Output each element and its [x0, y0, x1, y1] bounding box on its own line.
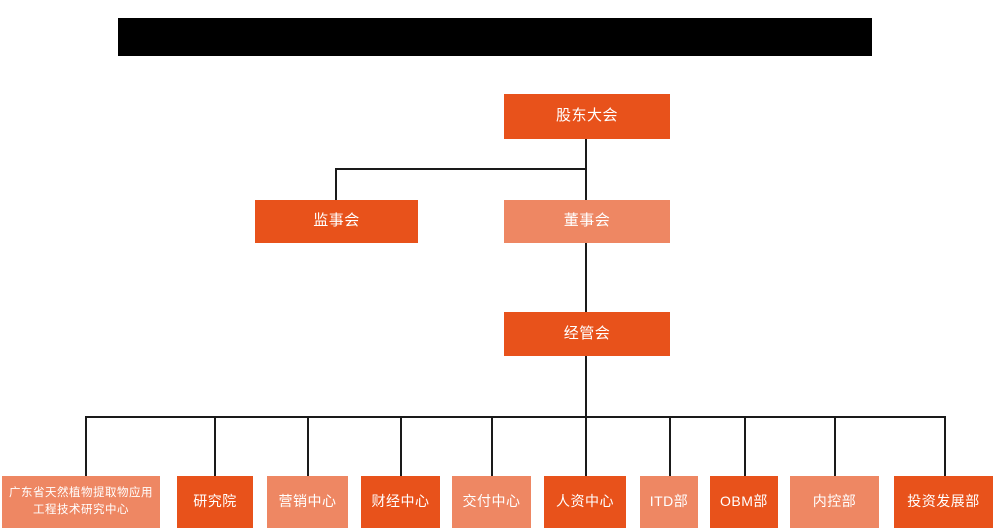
node-label: 投资发展部 [907, 493, 980, 510]
node-research-institute[interactable]: 研究院 [177, 476, 253, 528]
connector-bus-to-supervisory-board [335, 168, 337, 201]
node-label: 经管会 [563, 324, 611, 342]
node-label: OBM部 [720, 493, 768, 510]
node-itd-dept[interactable]: ITD部 [640, 476, 698, 528]
connector-bus-to-research-institute [214, 416, 216, 476]
connector-bus-to-internal-control-dept [834, 416, 836, 476]
connector-board-to-management-committee [585, 243, 587, 312]
node-label: 人资中心 [556, 493, 614, 510]
connector-bus-to-delivery-center [491, 416, 493, 476]
connector-bus-to-itd-dept [669, 416, 671, 476]
node-internal-control-dept[interactable]: 内控部 [790, 476, 879, 528]
node-finance-center[interactable]: 财经中心 [361, 476, 440, 528]
node-label: 监事会 [313, 212, 360, 230]
node-hr-center[interactable]: 人资中心 [544, 476, 626, 528]
node-investment-development-dept[interactable]: 投资发展部 [894, 476, 993, 528]
node-board-of-directors[interactable]: 董事会 [504, 200, 670, 243]
node-label: 营销中心 [278, 493, 337, 510]
node-gd-plant-extract-center[interactable]: 广东省天然植物提取物应用工程技术研究中心 [2, 476, 160, 528]
node-management-committee[interactable]: 经管会 [504, 312, 670, 356]
node-label: 股东大会 [555, 107, 618, 125]
node-label: ITD部 [649, 493, 689, 510]
node-label: 研究院 [193, 493, 237, 510]
connector-level2-bus [335, 168, 587, 170]
connector-bus-to-gd-plant-extract-center [85, 416, 87, 476]
node-delivery-center[interactable]: 交付中心 [452, 476, 531, 528]
connector-level4-bus [85, 416, 945, 418]
connector-bus-to-board-of-directors [585, 168, 587, 201]
node-label: 董事会 [563, 212, 611, 230]
connector-bus-to-finance-center [400, 416, 402, 476]
node-label: 广东省天然植物提取物应用工程技术研究中心 [9, 487, 153, 516]
node-shareholders-meeting[interactable]: 股东大会 [504, 94, 670, 139]
node-label: 内控部 [812, 493, 857, 510]
node-label: 财经中心 [371, 493, 430, 510]
connector-shareholders-to-bus [585, 139, 587, 170]
node-obm-dept[interactable]: OBM部 [710, 476, 778, 528]
connector-bus-to-obm-dept [744, 416, 746, 476]
connector-bus-to-hr-center [585, 416, 587, 476]
node-label: 交付中心 [462, 493, 521, 510]
node-supervisory-board[interactable]: 监事会 [255, 200, 418, 243]
connector-bus-to-marketing-center [307, 416, 309, 476]
node-marketing-center[interactable]: 营销中心 [267, 476, 348, 528]
connector-management-to-bus [585, 356, 587, 418]
title-bar [118, 18, 872, 56]
connector-bus-to-investment-development-dept [944, 416, 946, 476]
